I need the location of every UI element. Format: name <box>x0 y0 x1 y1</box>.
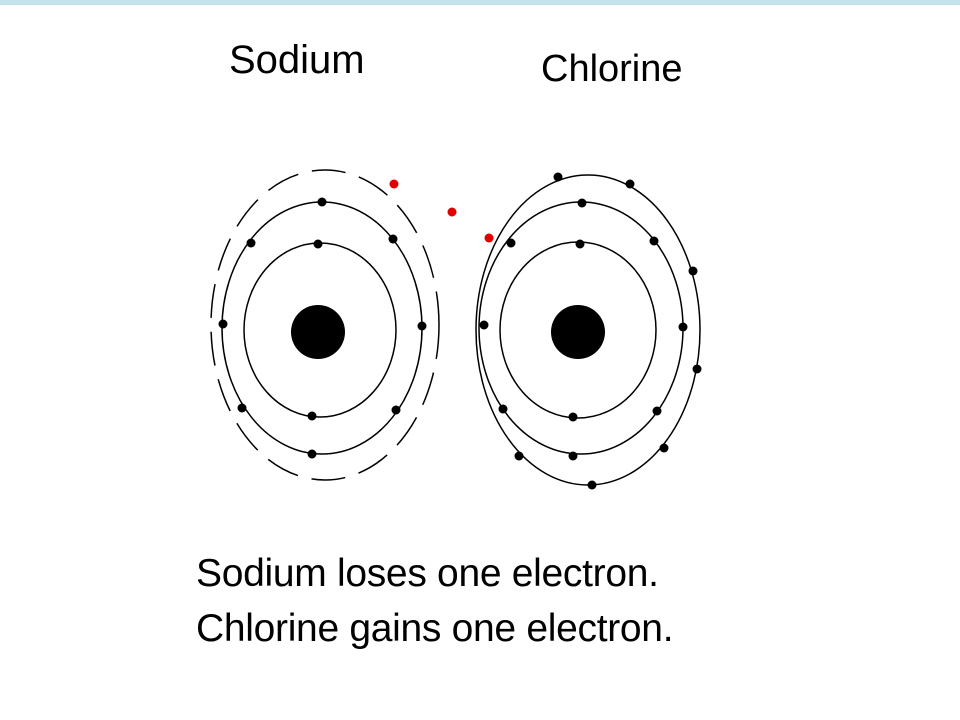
sodium-atom <box>210 169 440 481</box>
sodium-nucleus <box>291 305 345 359</box>
sodium-title: Sodium <box>229 38 365 82</box>
chlorine-title: Chlorine <box>541 48 683 90</box>
sodium-electron <box>307 411 317 421</box>
sodium-electron <box>317 197 327 207</box>
chlorine-electron <box>587 480 597 490</box>
chlorine-electron <box>568 451 578 461</box>
chlorine-electron <box>678 322 688 332</box>
chlorine-electron <box>649 236 659 246</box>
chlorine-electron <box>498 404 508 414</box>
chlorine-atom <box>475 172 702 490</box>
transferred-electron <box>484 233 494 243</box>
sodium-electron <box>237 403 247 413</box>
sodium-electron <box>388 234 398 244</box>
chlorine-electron <box>577 198 587 208</box>
sodium-electron <box>313 239 323 249</box>
chlorine-electron <box>652 406 662 416</box>
transferred-electron-path <box>389 179 494 243</box>
caption-chlorine-gains: Chlorine gains one electron. <box>196 607 674 650</box>
top-accent-bar <box>0 0 960 5</box>
sodium-electron <box>218 319 228 329</box>
transferred-electron <box>447 207 457 217</box>
chlorine-electron <box>625 179 635 189</box>
caption-sodium-loses: Sodium loses one electron. <box>196 552 659 595</box>
sodium-electron <box>391 405 401 415</box>
chlorine-electron <box>479 320 489 330</box>
chlorine-electron <box>568 412 578 422</box>
sodium-electron <box>307 449 317 459</box>
sodium-electron <box>417 321 427 331</box>
chlorine-electron <box>688 266 698 276</box>
transferred-electron <box>389 179 399 189</box>
chlorine-electron <box>514 451 524 461</box>
chlorine-electron <box>575 239 585 249</box>
chlorine-electron <box>659 443 669 453</box>
chlorine-electron <box>553 172 563 182</box>
sodium-electron <box>246 238 256 248</box>
sodium-shell-3-vacated <box>210 169 440 481</box>
chlorine-electron <box>506 238 516 248</box>
chlorine-nucleus <box>551 305 605 359</box>
chlorine-electron <box>692 364 702 374</box>
